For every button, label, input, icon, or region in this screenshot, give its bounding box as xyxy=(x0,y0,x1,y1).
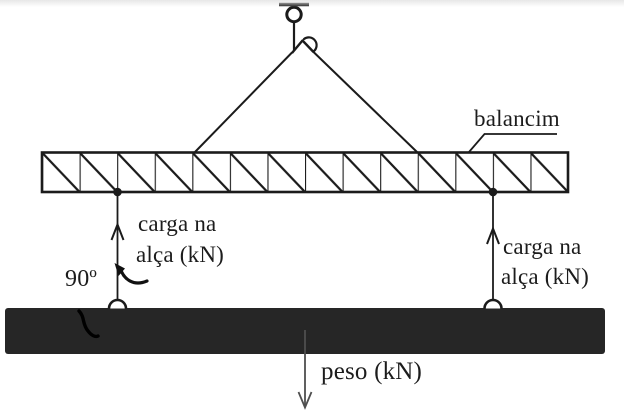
label-weight: peso (kN) xyxy=(321,358,423,385)
label-left-load-line1: carga na xyxy=(138,211,217,236)
lug-right-icon xyxy=(483,298,503,309)
sling-right xyxy=(312,50,418,153)
balancim-leader-line xyxy=(468,133,557,153)
lug-left-icon xyxy=(107,298,128,309)
load-line-right xyxy=(486,192,500,302)
up-arrowhead-right xyxy=(486,225,500,245)
sling-left xyxy=(194,51,293,153)
angle-arc-marks xyxy=(77,263,149,339)
weight-arrow xyxy=(297,330,313,410)
load-line-left xyxy=(110,192,125,302)
label-right-load-line2: alça (kN) xyxy=(501,264,589,289)
label-balancim: balancim xyxy=(474,106,560,131)
down-arrowhead xyxy=(297,391,313,410)
angle-arc-upper xyxy=(118,266,149,285)
angle-arc-lower xyxy=(77,309,100,339)
label-angle-90: 90º xyxy=(65,266,98,292)
spreader-beam xyxy=(40,151,570,194)
hook-tip-icon xyxy=(302,36,318,53)
up-arrowhead-left xyxy=(110,221,125,241)
label-right-load-line1: carga na xyxy=(503,234,582,259)
sling-apex xyxy=(291,39,315,54)
label-left-load-line2: alça (kN) xyxy=(136,242,224,267)
crane-hook-assembly xyxy=(279,2,318,54)
shackle-ring-icon xyxy=(285,5,303,24)
